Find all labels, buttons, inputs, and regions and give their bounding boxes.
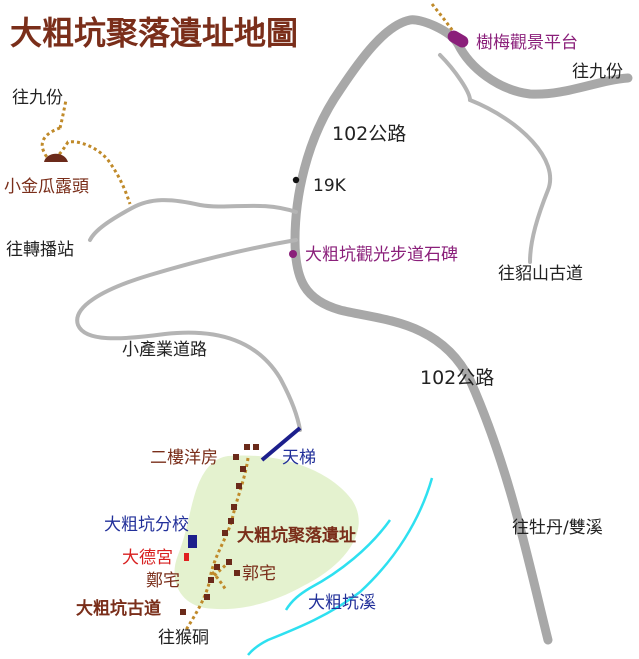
building-marker (204, 594, 210, 600)
label-branch-school: 大粗坑分校 (104, 515, 189, 535)
building-marker (234, 570, 240, 576)
school-marker (188, 535, 197, 548)
building-marker (228, 518, 234, 524)
label-to-houtong: 往猴硐 (158, 628, 209, 648)
observatory-marker (447, 30, 469, 48)
trail-branch-zheng (210, 570, 228, 591)
xiaojingua-marker (44, 153, 68, 162)
km-19k-dot (292, 176, 300, 184)
label-road-102-a: 102公路 (332, 123, 406, 145)
label-temple: 大德宮 (122, 548, 173, 568)
temple-marker (184, 553, 189, 561)
trail-xiaojingua-top (58, 99, 68, 129)
label-stream: 大粗坑溪 (308, 593, 376, 613)
buildings (180, 444, 259, 615)
stream-branch (284, 519, 392, 611)
road-to-diaoshan (468, 98, 552, 264)
label-stele: 大粗坑觀光步道石碑 (305, 245, 458, 265)
label-xiaojingua: 小金瓜露頭 (4, 177, 89, 197)
building-marker (253, 444, 259, 450)
label-settlement-site: 大粗坑聚落遺址 (237, 525, 356, 546)
label-road-102-b: 102公路 (420, 367, 494, 389)
trail-xiaojingua (40, 126, 132, 205)
building-marker (233, 454, 239, 460)
elevator-line (260, 426, 302, 462)
road-upper-loop (438, 53, 472, 102)
map-title: 大粗坑聚落遺址地圖 (10, 14, 298, 52)
label-guo-house: 郭宅 (242, 564, 276, 584)
building-marker (240, 466, 246, 472)
building-marker (222, 530, 228, 536)
label-industry-road: 小產業道路 (122, 340, 207, 360)
label-to-diaoshan: 往貂山古道 (498, 264, 583, 284)
label-old-trail: 大粗坑古道 (76, 598, 161, 619)
building-marker (208, 577, 214, 583)
label-zheng-house: 鄭宅 (146, 571, 180, 591)
building-marker (231, 504, 237, 510)
stele-dot (289, 250, 297, 258)
label-to-relay-station: 往轉播站 (6, 240, 74, 260)
building-marker (244, 444, 250, 450)
label-19k: 19K (313, 176, 347, 196)
label-observatory: 樹梅觀景平台 (476, 33, 578, 53)
road-to-relay (88, 198, 298, 242)
label-two-story-house: 二樓洋房 (150, 448, 218, 468)
label-to-jiufen-w: 往九份 (12, 88, 63, 108)
building-marker (180, 609, 186, 615)
road-102 (290, 15, 633, 645)
building-marker (214, 564, 220, 570)
industry-road (75, 238, 302, 432)
label-elevator: 天梯 (282, 448, 316, 468)
label-to-mudan: 往牡丹/雙溪 (512, 518, 603, 538)
building-marker (226, 559, 232, 565)
building-marker (236, 483, 242, 489)
stream-main (247, 477, 434, 656)
label-to-jiufen-ne: 往九份 (572, 62, 623, 82)
